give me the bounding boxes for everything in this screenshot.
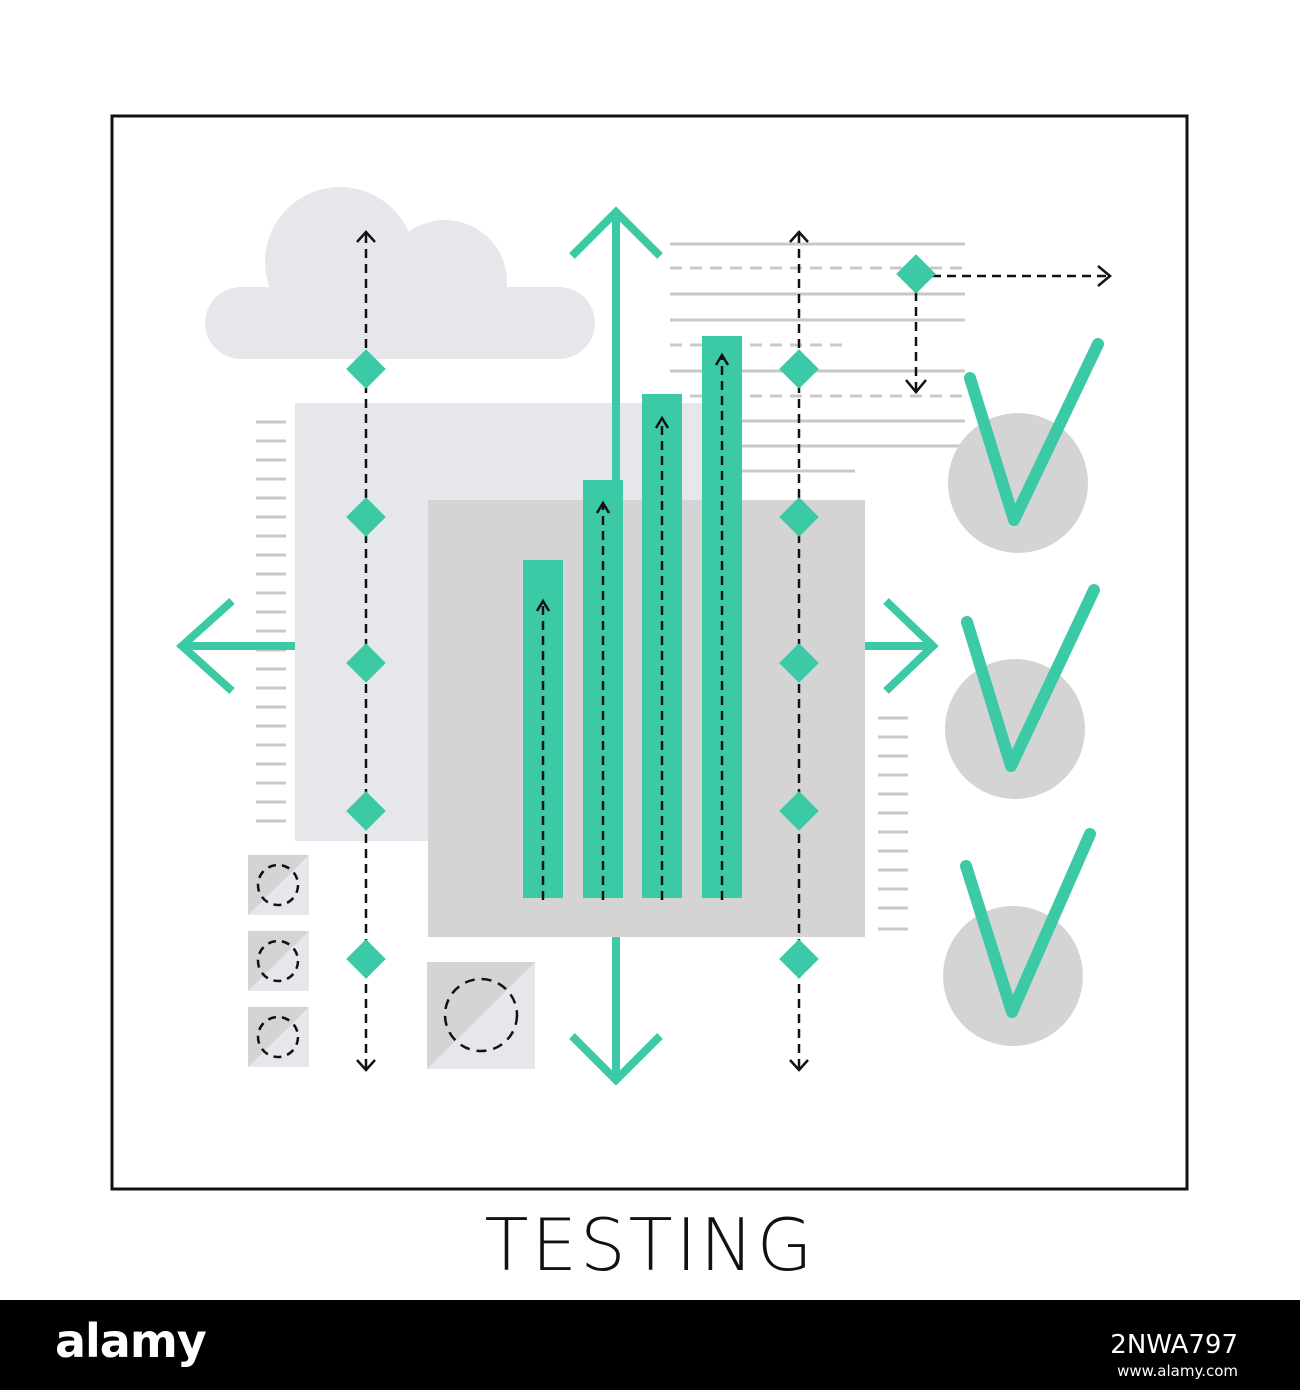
diamond-node-icon <box>346 349 386 389</box>
dashed-circle-icon <box>256 863 300 907</box>
diamond-node-icon <box>779 349 819 389</box>
check-icon <box>960 828 1096 1018</box>
footer-logo: alamy <box>55 1314 207 1368</box>
dashed-track-right <box>779 230 819 1072</box>
diamond-node-icon <box>346 643 386 683</box>
diamond-node-icon <box>896 254 936 294</box>
caption-title: TESTING <box>484 1203 816 1287</box>
footer-bar: alamy 2NWA797 www.alamy.com <box>0 1300 1300 1390</box>
tile-1 <box>248 855 309 915</box>
diamond-node-icon <box>346 939 386 979</box>
ruler-lines-right <box>878 716 908 931</box>
arrow-left-icon <box>176 598 295 694</box>
bar-chart-icon <box>523 336 742 900</box>
tile-3 <box>248 1007 309 1067</box>
dashed-circle-icon <box>256 1015 300 1059</box>
arrow-down-icon <box>569 937 663 1086</box>
dashed-circle-icon <box>256 939 300 983</box>
diamond-node-icon <box>346 791 386 831</box>
check-icon <box>961 584 1100 772</box>
diamond-node-icon <box>779 497 819 537</box>
testing-illustration <box>110 114 1189 1191</box>
check-item-1 <box>948 338 1104 553</box>
tile-large <box>427 962 535 1069</box>
tile-2 <box>248 931 309 991</box>
check-item-2 <box>945 584 1100 799</box>
dashed-track-left <box>346 230 386 1072</box>
diamond-node-icon <box>779 791 819 831</box>
check-icon <box>964 338 1104 526</box>
ruler-lines-left <box>256 420 286 823</box>
check-item-3 <box>943 828 1096 1046</box>
frame-border <box>110 114 1189 1191</box>
bar-4 <box>702 336 742 898</box>
diamond-node-icon <box>346 497 386 537</box>
footer-image-id: 2NWA797 <box>1110 1330 1238 1360</box>
diamond-node-icon <box>779 939 819 979</box>
cloud-icon <box>205 187 595 359</box>
footer-url: www.alamy.com <box>1117 1362 1238 1380</box>
arrow-up-icon <box>569 206 663 500</box>
arrow-right-icon <box>865 598 939 694</box>
dashed-circle-icon <box>443 977 519 1053</box>
diamond-node-icon <box>779 643 819 683</box>
branch-connector <box>896 254 1112 394</box>
